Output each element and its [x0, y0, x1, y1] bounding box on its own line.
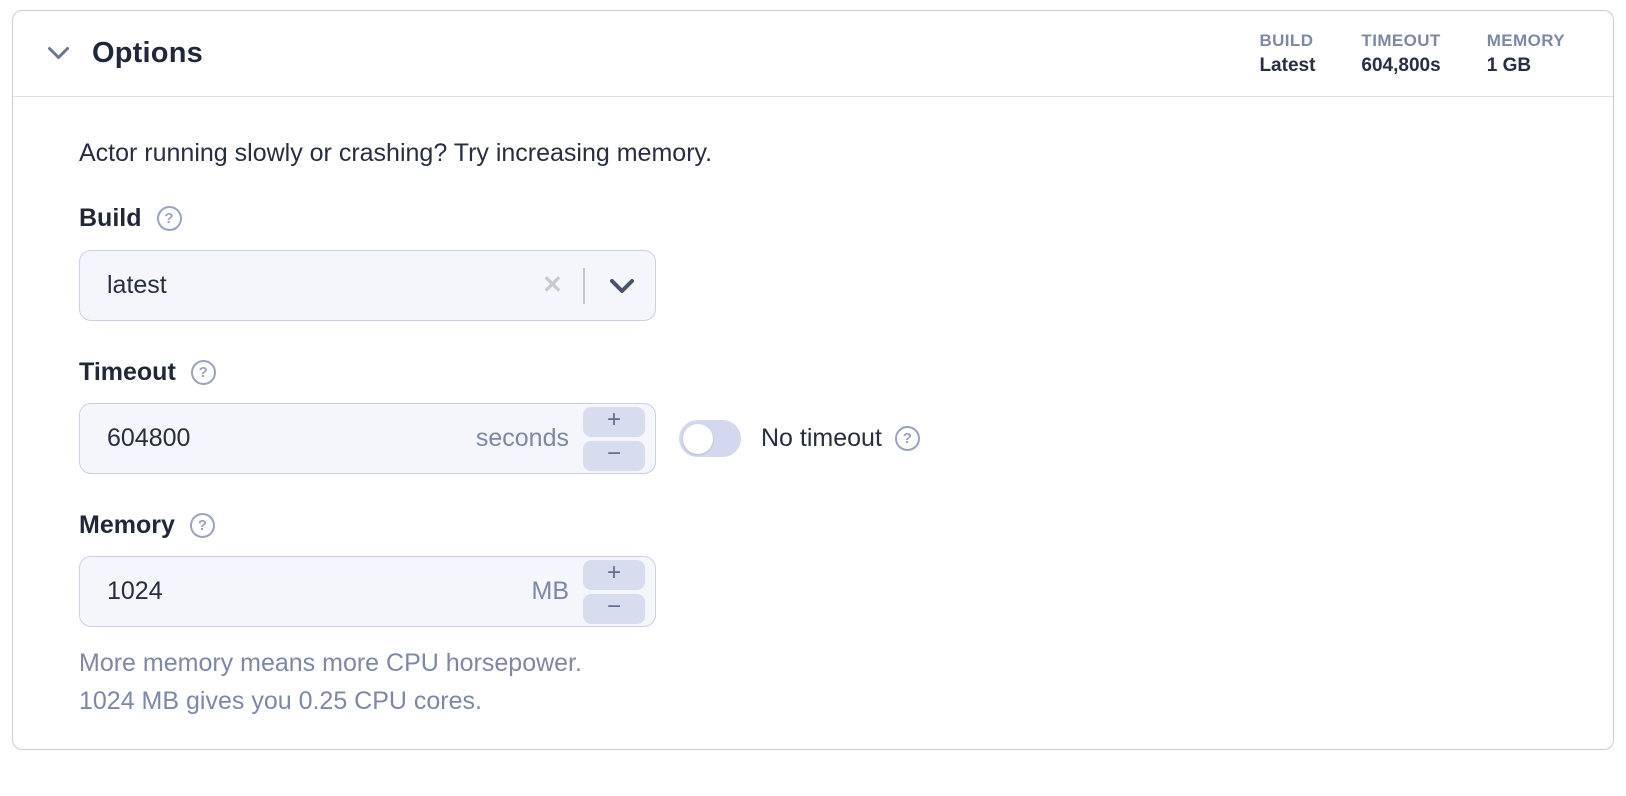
stat-build-value: Latest: [1259, 54, 1316, 76]
timeout-decrement-button[interactable]: −: [583, 440, 645, 471]
timeout-field-label: Timeout: [79, 358, 176, 386]
stat-memory-value: 1 GB: [1486, 54, 1532, 76]
timeout-row: seconds + − No timeout ?: [79, 403, 1565, 474]
intro-text: Actor running slowly or crashing? Try in…: [79, 139, 713, 167]
options-panel-body: Actor running slowly or crashing? Try in…: [13, 97, 1613, 720]
section-title: Options: [92, 37, 203, 69]
memory-input-box[interactable]: MB + −: [79, 556, 656, 627]
clear-build-icon[interactable]: ✕: [542, 271, 563, 299]
build-field-label: Build: [79, 204, 142, 232]
stat-build-label: BUILD: [1259, 30, 1314, 50]
plus-icon: +: [606, 559, 621, 586]
timeout-field-label-row: Timeout ?: [79, 358, 1565, 387]
build-dropdown-button[interactable]: [599, 272, 645, 300]
options-panel: Options BUILD Latest TIMEOUT 604,800s ME…: [12, 10, 1614, 750]
memory-help-line-1: More memory means more CPU horsepower.: [79, 649, 582, 677]
memory-unit-suffix: MB: [531, 577, 570, 605]
memory-field-label: Memory: [79, 511, 175, 539]
build-field-label-row: Build ?: [79, 204, 1565, 233]
stat-timeout: TIMEOUT 604,800s: [1361, 31, 1440, 77]
no-timeout-label: No timeout: [761, 424, 882, 452]
stat-timeout-value: 604,800s: [1361, 54, 1441, 76]
chevron-down-icon: [609, 278, 635, 294]
build-combobox[interactable]: ✕: [79, 250, 656, 321]
memory-decrement-button[interactable]: −: [583, 593, 645, 624]
timeout-unit-suffix: seconds: [475, 424, 569, 452]
no-timeout-help-icon[interactable]: ?: [894, 426, 920, 451]
collapse-section-button[interactable]: [43, 42, 74, 65]
combobox-divider: [583, 267, 585, 304]
stat-memory: MEMORY 1 GB: [1487, 31, 1565, 77]
header-summary-stats: BUILD Latest TIMEOUT 604,800s MEMORY 1 G…: [1259, 31, 1565, 77]
build-help-icon[interactable]: ?: [156, 206, 182, 231]
memory-value-input[interactable]: [107, 577, 532, 606]
stat-build: BUILD Latest: [1259, 31, 1315, 77]
plus-icon: +: [606, 406, 621, 433]
options-panel-header: Options BUILD Latest TIMEOUT 604,800s ME…: [13, 11, 1613, 97]
memory-help-icon[interactable]: ?: [189, 513, 215, 538]
toggle-knob: [683, 423, 713, 454]
minus-icon: −: [606, 593, 621, 620]
timeout-input-box[interactable]: seconds + −: [79, 403, 656, 474]
chevron-down-icon: [47, 46, 70, 61]
memory-field-label-row: Memory ?: [79, 511, 1565, 540]
timeout-stepper: + −: [583, 406, 645, 471]
no-timeout-toggle[interactable]: [679, 420, 741, 457]
stat-memory-label: MEMORY: [1486, 30, 1565, 50]
timeout-value-input[interactable]: [107, 424, 476, 453]
memory-help-text: More memory means more CPU horsepower. 1…: [79, 644, 1565, 720]
stat-timeout-label: TIMEOUT: [1361, 30, 1441, 50]
build-value-input[interactable]: [107, 271, 543, 300]
minus-icon: −: [606, 440, 621, 467]
timeout-increment-button[interactable]: +: [583, 406, 645, 437]
memory-help-line-2: 1024 MB gives you 0.25 CPU cores.: [79, 687, 482, 715]
memory-increment-button[interactable]: +: [583, 559, 645, 590]
memory-stepper: + −: [583, 559, 645, 624]
timeout-help-icon[interactable]: ?: [190, 360, 216, 385]
